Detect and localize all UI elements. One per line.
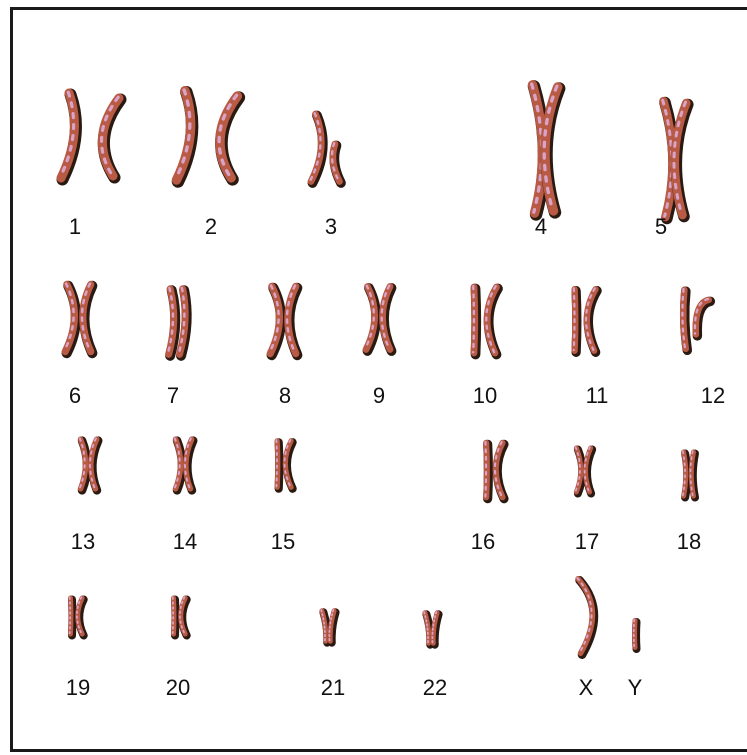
chromosome-4: 4 xyxy=(527,80,566,239)
chromosome-8: 8 xyxy=(266,282,303,408)
chromosome-19: 19 xyxy=(66,595,90,700)
chromosome-2-drawing xyxy=(171,86,246,188)
chromosome-3-drawing xyxy=(307,110,346,188)
chromosome-22-drawing xyxy=(422,610,443,649)
chromosome-12: 12 xyxy=(679,286,725,408)
chromosome-label: 13 xyxy=(71,529,95,554)
chromosome-6: 6 xyxy=(61,280,98,408)
chromosome-13: 13 xyxy=(71,436,103,554)
chromosome-x: X xyxy=(575,576,599,700)
chromosome-16-drawing xyxy=(483,439,509,504)
chromosome-label: 19 xyxy=(66,675,90,700)
chromosome-14: 14 xyxy=(172,436,198,554)
chromosome-10: 10 xyxy=(470,283,503,408)
chromosome-16: 16 xyxy=(471,439,509,554)
chromosome-18-drawing xyxy=(681,449,700,502)
chromosome-3: 3 xyxy=(307,110,346,239)
chromosome-5-drawing xyxy=(659,96,694,225)
chromosome-22: 22 xyxy=(422,610,447,700)
chromosome-label: Y xyxy=(628,675,643,700)
chromosome-label: 21 xyxy=(321,675,345,700)
chromosome-17-drawing xyxy=(573,445,597,498)
chromosome-2: 2 xyxy=(171,86,246,239)
chromosome-12-drawing xyxy=(679,286,716,356)
chromosome-4-drawing xyxy=(527,80,566,221)
chromosome-y: Y xyxy=(628,617,643,700)
chromosome-label: 18 xyxy=(677,529,701,554)
chromosome-1: 1 xyxy=(56,88,127,239)
chromosome-8-drawing xyxy=(266,282,303,361)
chromosome-20-drawing xyxy=(170,595,191,640)
chromosome-label: 2 xyxy=(205,214,217,239)
chromosome-7-drawing xyxy=(165,285,192,361)
chromosome-13-drawing xyxy=(77,436,103,495)
chromosome-1-drawing xyxy=(56,88,127,186)
chromosome-label: 9 xyxy=(373,383,385,408)
chromosome-21: 21 xyxy=(319,608,345,700)
chromosome-label: 4 xyxy=(535,214,547,239)
chromosome-14-drawing xyxy=(172,436,198,495)
chromosome-y-drawing xyxy=(632,617,641,654)
chromosome-label: 17 xyxy=(575,529,599,554)
chromosome-label: 3 xyxy=(325,214,337,239)
chromosome-label: 8 xyxy=(279,383,291,408)
chromosome-label: 7 xyxy=(167,383,179,408)
chromosome-5: 5 xyxy=(655,96,694,239)
chromosome-11-drawing xyxy=(571,286,602,357)
chromosome-label: 16 xyxy=(471,529,495,554)
chromosome-label: 14 xyxy=(173,529,197,554)
chromosome-label: 20 xyxy=(166,675,190,700)
chromosome-label: 6 xyxy=(69,383,81,408)
chromosome-6-drawing xyxy=(61,280,98,359)
chromosome-15-drawing xyxy=(274,438,297,493)
chromosome-x-drawing xyxy=(575,576,599,659)
chromosome-15: 15 xyxy=(271,438,297,554)
chromosome-label: 22 xyxy=(423,675,447,700)
chromosome-20: 20 xyxy=(166,595,191,700)
chromosome-19-drawing xyxy=(67,595,88,640)
chromosome-label: 12 xyxy=(701,383,725,408)
chromosome-label: 10 xyxy=(473,383,497,408)
chromosome-9: 9 xyxy=(362,283,397,408)
chromosome-label: X xyxy=(579,675,594,700)
chromosome-9-drawing xyxy=(362,283,397,356)
chromosome-7: 7 xyxy=(165,285,192,408)
chromosome-18: 18 xyxy=(677,449,701,554)
chromosome-10-drawing xyxy=(470,283,503,360)
chromosome-label: 5 xyxy=(655,214,667,239)
chromosome-21-drawing xyxy=(319,608,340,647)
chromosome-label: 1 xyxy=(69,214,81,239)
chromosome-11: 11 xyxy=(571,286,609,408)
chromosome-17: 17 xyxy=(573,445,599,554)
chromosome-label: 11 xyxy=(586,383,609,408)
chromosome-label: 15 xyxy=(271,529,295,554)
